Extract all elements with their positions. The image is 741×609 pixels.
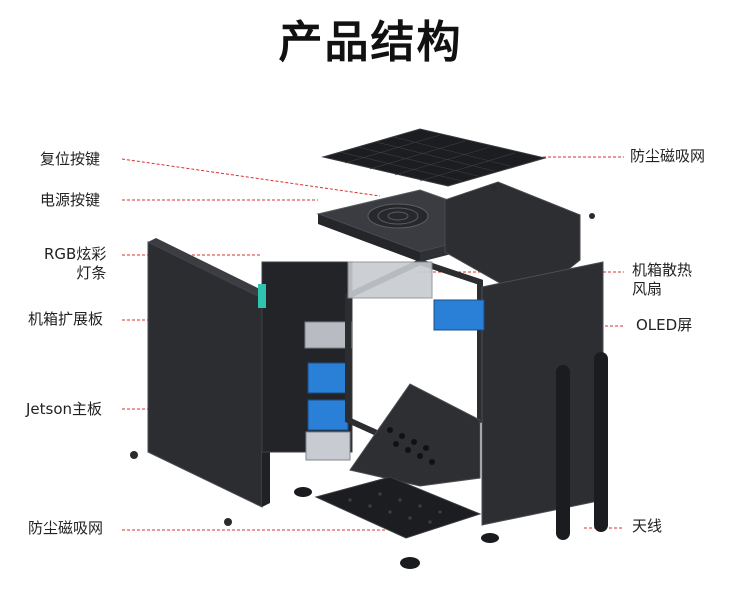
oled-screen (434, 300, 484, 330)
top-dust-filter (323, 129, 545, 186)
right-side-panel (482, 262, 603, 525)
screw-2 (224, 518, 232, 526)
antenna-2 (594, 352, 608, 532)
rubber-foot-2 (400, 557, 420, 569)
usb-port-3 (308, 400, 348, 430)
screw-3 (589, 213, 595, 219)
rubber-foot-1 (294, 487, 312, 497)
screw-4 (491, 185, 497, 191)
screw-1 (130, 451, 138, 459)
antenna-1 (556, 365, 570, 540)
bottom-tray (350, 384, 480, 486)
rubber-foot-3 (481, 533, 499, 543)
case-fan (348, 262, 432, 298)
usb-port-1 (305, 322, 351, 348)
leader-reset (122, 159, 380, 196)
bottom-dust-filter (316, 477, 480, 538)
usb-port-2 (308, 363, 348, 393)
rgb-strip (258, 284, 266, 308)
ethernet-port (306, 432, 350, 460)
